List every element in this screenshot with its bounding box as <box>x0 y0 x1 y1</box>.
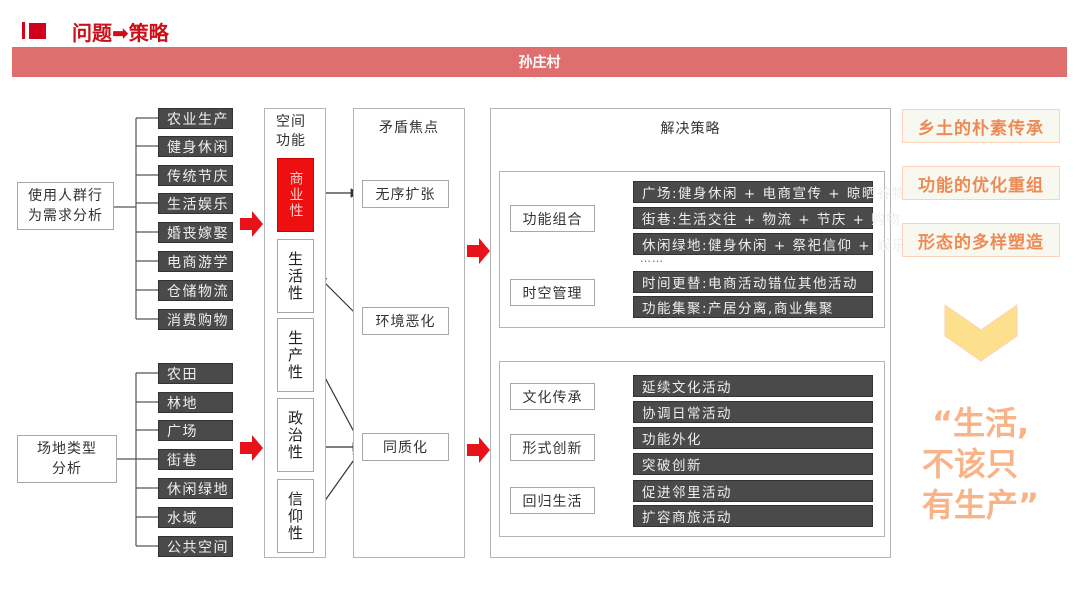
analysis-item: 水域 <box>158 507 233 528</box>
analysis-item: 农田 <box>158 363 233 384</box>
conflict-disordered-expansion: 无序扩张 <box>362 180 449 208</box>
red-arrow-user <box>240 211 263 237</box>
strategy-detail: 时间更替:电商活动错位其他活动 <box>633 271 873 293</box>
analysis-item: 消费购物 <box>158 309 233 330</box>
analysis-item: 街巷 <box>158 449 233 470</box>
title-accent-bar <box>22 22 25 39</box>
strategy-detail: 功能集聚:产居分离,商业集聚 <box>633 296 873 318</box>
banner-title: 孙庄村 <box>518 55 561 71</box>
strategy-detail: 广场:健身休闲 + 电商宣传 + 晾晒谷物 <box>633 181 905 203</box>
page-title: 问题➡策略 <box>72 21 169 45</box>
analysis-item: 健身休闲 <box>158 136 233 157</box>
chevron-down-icon <box>944 304 1018 362</box>
strategy-return-to-life: 回归生活 <box>510 487 595 514</box>
strategy-detail: 延续文化活动 <box>633 375 873 397</box>
village-banner: 孙庄村 <box>12 47 1067 77</box>
analysis-item: 电商游学 <box>158 251 233 272</box>
strategy-detail: 促进邻里活动 <box>633 480 873 502</box>
site-type-analysis-box: 场地类型分析 <box>17 435 117 483</box>
title-square-icon <box>29 23 46 39</box>
red-arrow-site <box>240 435 263 461</box>
function-belief-label: 信仰性 <box>286 490 304 542</box>
conflict-environment-degradation: 环境恶化 <box>362 307 449 335</box>
strategy-form-innovation: 形式创新 <box>510 434 595 461</box>
function-political: 政治性 <box>277 398 314 472</box>
slogan-line-1: “生活, <box>932 404 1030 442</box>
function-belief: 信仰性 <box>277 479 314 553</box>
analysis-item: 生活娱乐 <box>158 193 233 214</box>
analysis-item: 婚丧嫁娶 <box>158 222 233 243</box>
strategy-function-combination: 功能组合 <box>510 205 595 232</box>
strategy-time-space-management: 时空管理 <box>510 279 595 306</box>
strategy-ellipsis: …… <box>640 252 664 265</box>
analysis-item: 传统节庆 <box>158 165 233 186</box>
analysis-item: 农业生产 <box>158 108 233 129</box>
outcome-rural-inheritance: 乡土的朴素传承 <box>902 109 1060 143</box>
slogan-line-2: 不该只 <box>922 445 1019 483</box>
strategy-detail: 街巷:生活交往 + 物流 + 节庆 + 购物 <box>633 207 900 229</box>
analysis-item: 林地 <box>158 392 233 413</box>
function-living: 生活性 <box>277 239 314 313</box>
strategy-detail: 扩容商旅活动 <box>633 505 873 527</box>
function-living-label: 生活性 <box>286 250 304 302</box>
function-commercial: 商业性 <box>277 158 314 232</box>
slogan-line-3: 有生产” <box>922 486 1040 524</box>
strategy-detail: 协调日常活动 <box>633 401 873 423</box>
outcome-form-diversity: 形态的多样塑造 <box>902 223 1060 257</box>
red-arrow-strategy-lower <box>467 437 490 463</box>
user-behavior-analysis-box: 使用人群行为需求分析 <box>17 182 114 230</box>
analysis-item: 仓储物流 <box>158 280 233 301</box>
tree-line-user <box>113 117 158 320</box>
conflicts-title: 矛盾焦点 <box>379 120 439 136</box>
function-production: 生产性 <box>277 318 314 392</box>
strategy-detail: 突破创新 <box>633 453 873 475</box>
function-political-label: 政治性 <box>286 409 304 461</box>
red-arrow-strategy-upper <box>467 238 490 264</box>
conflict-homogenization: 同质化 <box>362 433 449 461</box>
function-production-label: 生产性 <box>286 329 304 381</box>
tree-line-site <box>116 372 158 547</box>
strategy-cultural-inheritance: 文化传承 <box>510 383 595 410</box>
strategy-detail: 功能外化 <box>633 427 873 449</box>
space-function-title: 空间功能 <box>276 114 306 149</box>
strategy-title: 解决策略 <box>660 121 721 137</box>
analysis-item: 休闲绿地 <box>158 478 233 499</box>
function-commercial-label: 商业性 <box>287 171 304 219</box>
analysis-item: 广场 <box>158 420 233 441</box>
strategy-detail: 休闲绿地:健身休闲 + 祭祀信仰 + 娱乐 <box>633 233 905 255</box>
analysis-item: 公共空间 <box>158 536 233 557</box>
outcome-function-optimization: 功能的优化重组 <box>902 166 1060 200</box>
